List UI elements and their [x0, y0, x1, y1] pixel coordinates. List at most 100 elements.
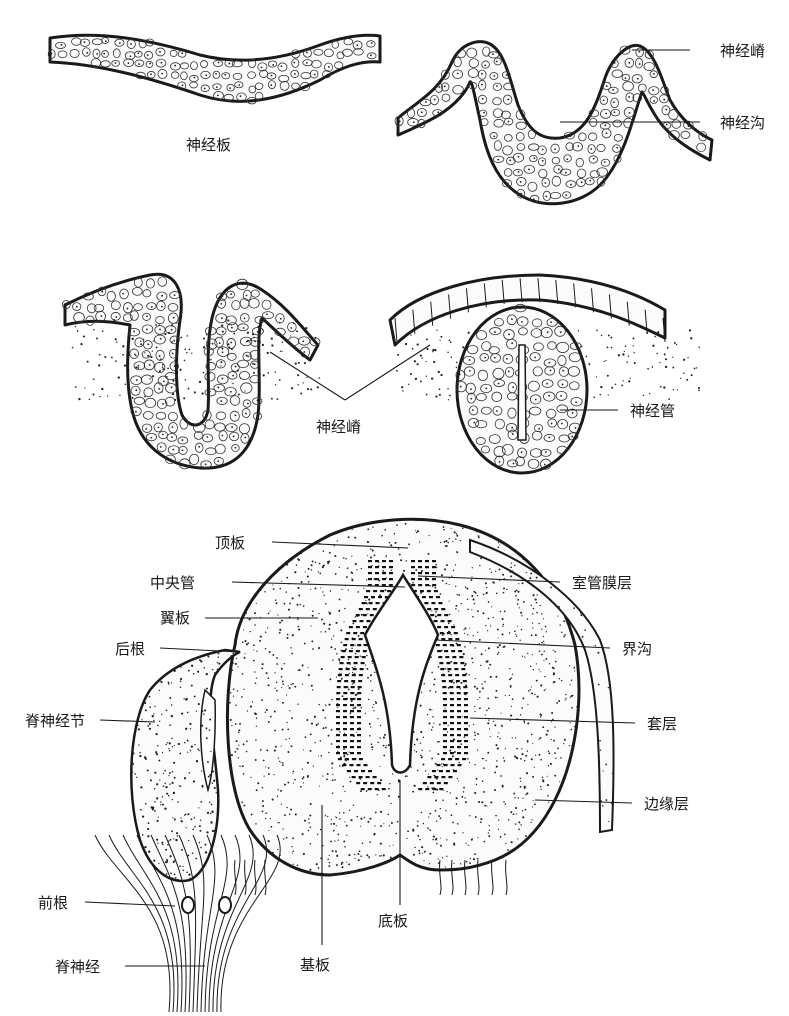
stipple-dot [633, 345, 634, 346]
stipple-dot [547, 730, 549, 732]
stipple-dot [188, 874, 190, 876]
stipple-dot [274, 749, 276, 751]
stipple-dot [475, 816, 477, 818]
cell-nucleus [482, 98, 484, 100]
ependymal-cell-dash [352, 620, 356, 622]
stipple-dot [200, 847, 202, 849]
stipple-dot [518, 821, 520, 823]
stipple-dot [346, 760, 347, 761]
stipple-dot [214, 672, 215, 673]
stipple-dot [320, 740, 322, 742]
ependymal-cell-dash [336, 752, 340, 754]
stipple-dot [698, 390, 700, 392]
cell-nucleus [613, 101, 615, 103]
stipple-dot [332, 793, 333, 794]
stipple-dot [517, 626, 518, 627]
cell-nucleus [688, 125, 690, 127]
stipple-dot [80, 343, 82, 345]
cell-nucleus [171, 386, 173, 388]
stipple-dot [530, 689, 531, 690]
ependymal-cell-dash [357, 710, 361, 712]
stipple-dot [426, 348, 428, 350]
stipple-dot [560, 757, 562, 759]
stipple-dot [171, 782, 173, 784]
stipple-dot [334, 648, 336, 650]
stipple-dot [426, 375, 427, 376]
stipple-dot [445, 668, 446, 669]
stipple-dot [341, 650, 342, 651]
stipple-dot [168, 682, 170, 684]
cell-nucleus [589, 180, 591, 182]
stipple-dot [294, 779, 296, 781]
stipple-dot [236, 740, 238, 742]
stipple-dot [156, 839, 158, 841]
ependymal-cell-dash [434, 620, 438, 622]
stipple-dot [308, 674, 310, 676]
stipple-dot [453, 570, 454, 571]
stipple-dot [479, 707, 481, 709]
stipple-dot [476, 784, 477, 785]
stipple-dot [214, 787, 216, 789]
stipple-dot [310, 871, 311, 872]
stipple-dot [433, 835, 435, 837]
stipple-dot [187, 813, 189, 815]
stipple-dot [403, 570, 405, 572]
stipple-dot [199, 825, 201, 827]
ependymal-cell-dash [342, 650, 346, 652]
stipple-dot [209, 343, 211, 345]
stipple-dot [368, 699, 369, 700]
ependymal-cell-dash [369, 602, 373, 604]
stipple-dot [438, 858, 439, 859]
stipple-dot [408, 384, 409, 385]
stipple-dot [205, 851, 207, 853]
stipple-dot [153, 720, 154, 721]
stipple-dot [261, 667, 263, 669]
stipple-dot [656, 353, 658, 355]
stipple-dot [259, 640, 261, 642]
stipple-dot [502, 618, 504, 620]
ependymal-cell-dash [360, 632, 364, 634]
ependymal-cell-dash [357, 716, 361, 718]
stipple-dot [204, 709, 206, 711]
stipple-dot [268, 684, 270, 686]
stipple-dot [329, 552, 331, 554]
cell-nucleus [222, 378, 224, 380]
stipple-dot [668, 398, 670, 400]
stipple-dot [411, 767, 412, 768]
stipple-dot [605, 764, 607, 766]
stipple-dot [505, 748, 506, 749]
stipple-dot [494, 789, 496, 791]
stipple-dot [343, 754, 345, 756]
stipple-dot [238, 757, 239, 758]
stipple-dot [446, 564, 448, 566]
stipple-dot [435, 691, 437, 693]
stipple-dot [559, 624, 560, 625]
stipple-dot [84, 387, 85, 388]
stipple-dot [534, 767, 535, 768]
stipple-dot [107, 395, 108, 396]
stipple-dot [306, 719, 308, 721]
stipple-dot [155, 751, 157, 753]
stipple-dot [479, 555, 480, 556]
stipple-dot [511, 706, 512, 707]
stipple-dot [453, 844, 455, 846]
neural-plate-caption: 神经板 [186, 136, 231, 154]
ependymal-cell-dash [411, 560, 415, 562]
stipple-dot [180, 678, 182, 680]
stipple-dot [388, 788, 390, 790]
stipple-dot [247, 710, 248, 711]
stipple-dot [159, 370, 161, 372]
stipple-dot [370, 680, 372, 682]
stipple-dot [439, 340, 440, 341]
stipple-dot [413, 854, 415, 856]
stipple-dot [260, 636, 262, 638]
stipple-dot [346, 825, 348, 827]
neural-groove-panel: 神经嵴 神经沟 [395, 42, 765, 204]
stipple-dot [333, 635, 334, 636]
ependymal-cell-dash [464, 728, 468, 730]
stipple-dot [457, 594, 458, 595]
stipple-dot [498, 732, 499, 733]
stipple-dot [415, 520, 416, 521]
cell-nucleus [84, 41, 86, 43]
ependymal-cell-dash [425, 584, 429, 586]
